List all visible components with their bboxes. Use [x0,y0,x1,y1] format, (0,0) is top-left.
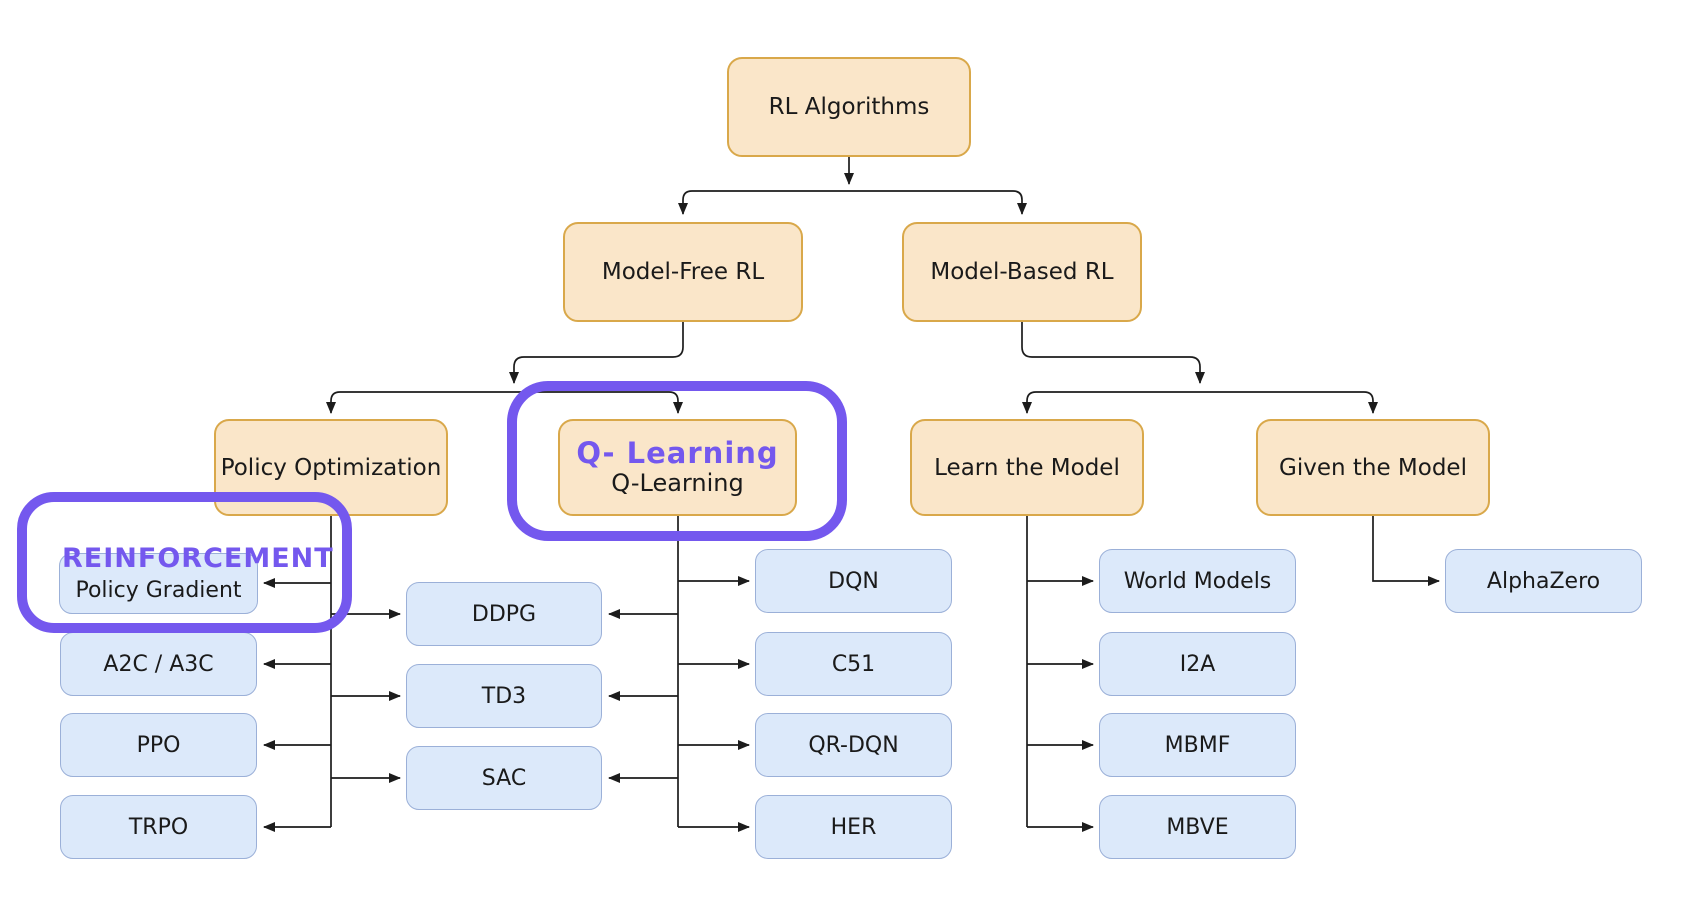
node-rl-algorithms: RL Algorithms [727,57,971,157]
node-label: I2A [1179,651,1216,677]
node-label: World Models [1123,568,1272,594]
node-model-based-rl: Model-Based RL [902,222,1142,322]
node-label: TD3 [481,683,527,709]
node-label: Q-Learning [611,469,744,498]
node-mbve: MBVE [1099,795,1296,859]
node-qr-dqn: QR-DQN [755,713,952,777]
node-learn-the-model: Learn the Model [910,419,1144,516]
node-mbmf: MBMF [1099,713,1296,777]
node-label: QR-DQN [808,732,899,758]
node-label: PPO [136,732,181,758]
node-label: SAC [481,765,527,791]
node-ppo: PPO [60,713,257,777]
edge-learn-model-branches [1026,516,1094,832]
node-label: Learn the Model [934,454,1120,481]
node-label: Policy Gradient [75,578,242,603]
node-label: TRPO [128,814,189,840]
node-label: Model-Free RL [601,259,765,285]
node-c51: C51 [755,632,952,696]
node-label: DQN [828,568,879,594]
node-label: C51 [831,651,876,677]
node-alphazero: AlphaZero [1445,549,1642,613]
node-label: MBMF [1164,732,1231,758]
edge-given-model-alphazero [1372,516,1440,586]
node-sac: SAC [406,746,602,810]
edge-rl-to-split [678,157,1027,215]
node-model-free-rl: Model-Free RL [563,222,803,322]
annotation-text-q-learning: Q- Learning [576,436,779,471]
node-her: HER [755,795,952,859]
node-a2c-a3c: A2C / A3C [60,632,257,696]
edge-model-based-split [1021,322,1378,414]
node-label: HER [830,814,877,840]
node-i2a: I2A [1099,632,1296,696]
node-label: RL Algorithms [768,94,930,120]
node-trpo: TRPO [60,795,257,859]
node-td3: TD3 [406,664,602,728]
node-label: A2C / A3C [103,651,214,677]
node-policy-optimization: Policy Optimization [214,419,448,516]
annotation-text-reinforcement: REINFORCEMENT [62,543,334,574]
node-ddpg: DDPG [406,582,602,646]
node-label: AlphaZero [1486,568,1601,594]
edge-model-free-split [326,322,684,414]
node-label: Policy Optimization [220,454,442,481]
node-label: MBVE [1166,814,1229,840]
node-label: Given the Model [1279,454,1467,481]
node-label: DDPG [471,601,537,627]
edge-q-learning-branches [608,516,750,832]
node-dqn: DQN [755,549,952,613]
node-world-models: World Models [1099,549,1296,613]
node-label: Model-Based RL [930,259,1114,285]
node-given-the-model: Given the Model [1256,419,1490,516]
node-q-learning: Q- Learning Q-Learning [558,419,797,516]
